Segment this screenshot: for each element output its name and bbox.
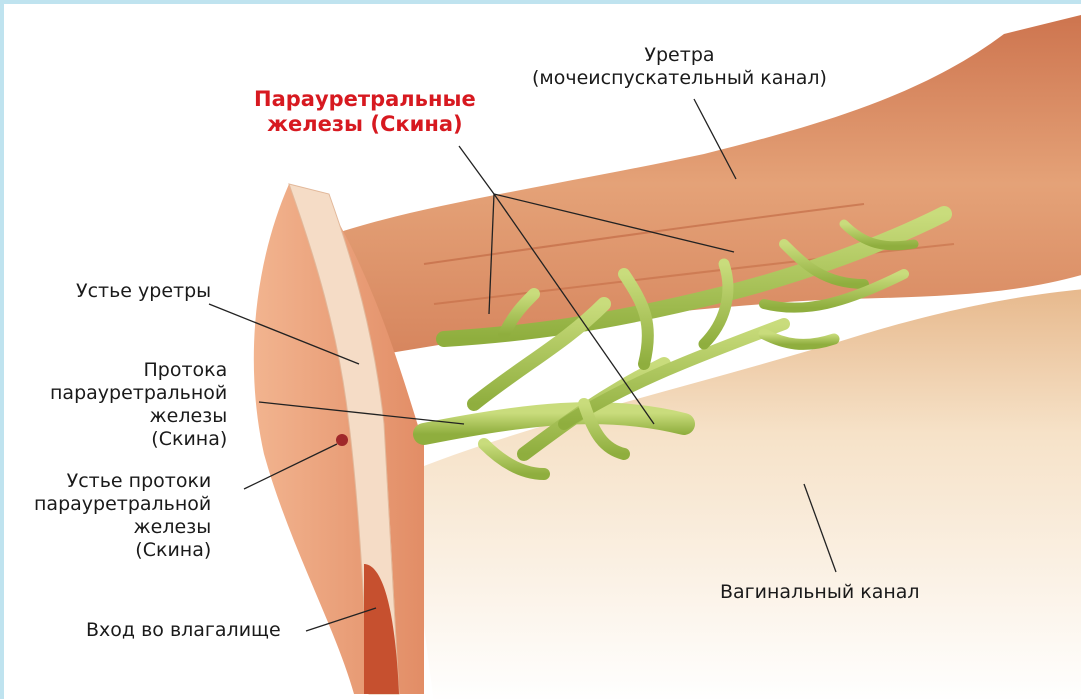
gland-ducts-label-line-2: парауретральной: [50, 382, 227, 405]
gland-ducts-label-line-4: (Скина): [50, 428, 227, 451]
urethra-label-line-1: Уретра: [532, 44, 827, 67]
glands-title-line-1: Парауретральные: [254, 87, 476, 112]
glands-title: Парауретральные железы (Скина): [254, 87, 476, 137]
duct-opening-dot: [336, 434, 348, 446]
leader-glands-1: [459, 146, 494, 194]
duct-openings-label-line-3: железы: [34, 516, 211, 539]
gland-ducts-label: Протока парауретральной железы (Скина): [50, 359, 227, 451]
vaginal-entrance-label: Вход во влагалище: [86, 619, 281, 642]
vaginal-entrance-label-line-1: Вход во влагалище: [86, 619, 281, 642]
duct-openings-label: Устье протоки парауретральной железы (Ск…: [34, 470, 211, 562]
duct-openings-label-line-1: Устье протоки: [34, 470, 211, 493]
urethra-label: Уретра (мочеиспускательный канал): [532, 44, 827, 90]
duct-openings-label-line-2: парауретральной: [34, 493, 211, 516]
urethral-opening-label: Устье уретры: [76, 280, 211, 303]
duct-openings-label-line-4: (Скина): [34, 539, 211, 562]
gland-ducts-label-line-3: железы: [50, 405, 227, 428]
vaginal-canal-wall: [404, 289, 1081, 699]
vaginal-canal-label-line-1: Вагинальный канал: [720, 581, 920, 604]
urethral-opening-label-line-1: Устье уретры: [76, 280, 211, 303]
urethra-label-line-2: (мочеиспускательный канал): [532, 67, 827, 90]
vaginal-canal-label: Вагинальный канал: [720, 581, 920, 604]
gland-ducts-label-line-1: Протока: [50, 359, 227, 382]
glands-title-line-2: железы (Скина): [254, 112, 476, 137]
